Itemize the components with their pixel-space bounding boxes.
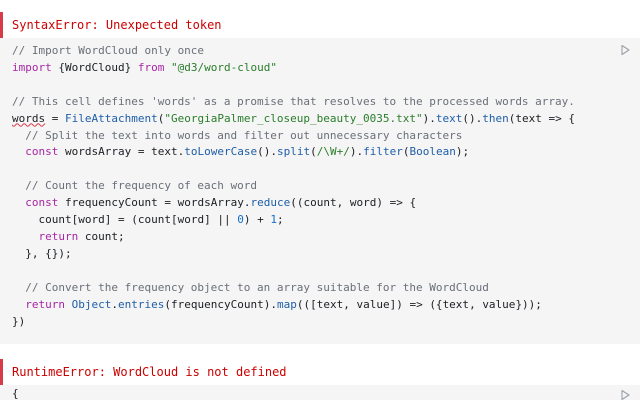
code-editor[interactable]: // Import WordCloud only once import {Wo…	[12, 43, 575, 330]
code-line: {	[12, 387, 19, 400]
run-cell-button[interactable]	[619, 44, 631, 56]
code-cell-partial[interactable]: {	[0, 385, 640, 400]
code-line: import {WordCloud} from "@d3/word-cloud"	[12, 60, 277, 74]
code-line: // Import WordCloud only once	[12, 44, 205, 57]
code-line: const frequencyCount = wordsArray.reduce…	[25, 196, 417, 210]
play-icon	[621, 389, 630, 400]
code-line: const wordsArray = text.toLowerCase().sp…	[25, 145, 470, 159]
code-line: })	[12, 314, 26, 328]
code-line: }, {});	[12, 246, 72, 260]
code-line: return count;	[38, 229, 125, 243]
code-line: return Object.entries(frequencyCount).ma…	[25, 297, 542, 311]
code-line: // Count the frequency of each word	[12, 179, 258, 193]
code-cell-words[interactable]: // Import WordCloud only once import {Wo…	[0, 38, 640, 344]
code-line: words = FileAttachment("GeorgiaPalmer_cl…	[12, 111, 575, 125]
runtime-error-message: RuntimeError: WordCloud is not defined	[0, 359, 640, 385]
code-line: count[word] = (count[word] || 0) + 1;	[38, 213, 284, 227]
code-line: // Split the text into words and filter …	[12, 128, 463, 142]
code-line: // Convert the frequency object to an ar…	[12, 280, 489, 294]
play-icon	[621, 44, 630, 56]
run-cell-button[interactable]	[619, 389, 631, 400]
code-editor[interactable]: {	[12, 386, 19, 400]
code-line: // This cell defines 'words' as a promis…	[12, 94, 575, 108]
syntax-error-message: SyntaxError: Unexpected token	[0, 12, 640, 38]
